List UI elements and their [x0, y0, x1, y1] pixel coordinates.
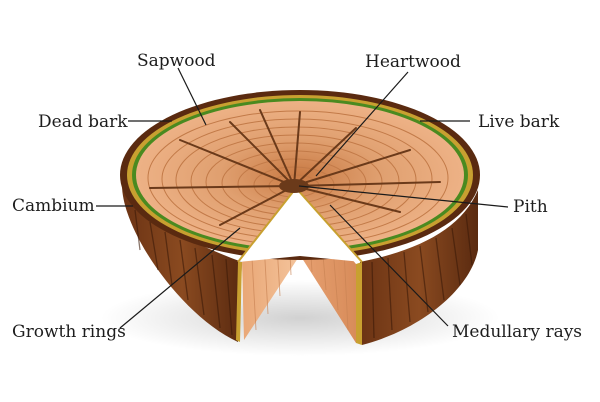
label-dead-bark: Dead bark — [38, 112, 128, 132]
wedge-edge-left — [237, 187, 297, 263]
label-growth-rings: Growth rings — [12, 322, 126, 342]
live-bark-edge-right — [356, 262, 362, 345]
bark-side-left — [122, 185, 242, 342]
live-bark-edge-left — [236, 262, 242, 342]
leader-pith — [298, 185, 509, 208]
medullary-rays — [149, 109, 441, 226]
leader-sapwood — [177, 67, 207, 126]
bark-side-right — [360, 190, 478, 345]
label-heartwood: Heartwood — [365, 52, 461, 72]
leader-medullary-rays — [329, 204, 449, 327]
wedge-edge-right — [295, 187, 363, 263]
leader-heartwood — [315, 71, 409, 177]
bark-texture — [134, 209, 473, 339]
label-sapwood: Sapwood — [137, 51, 216, 71]
label-pith: Pith — [513, 197, 548, 217]
label-live-bark: Live bark — [478, 112, 560, 132]
pith — [279, 179, 309, 193]
wedge-cutout — [238, 188, 362, 262]
label-cambium: Cambium — [12, 196, 95, 216]
label-medullary-rays: Medullary rays — [452, 322, 582, 342]
leader-growth-rings — [119, 227, 241, 329]
